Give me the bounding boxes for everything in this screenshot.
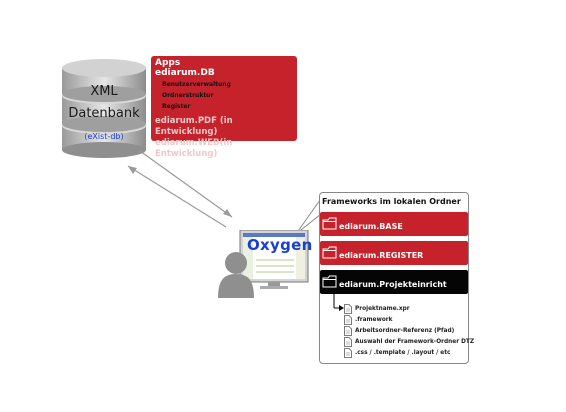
framework-register-label: ediarum.REGISTER xyxy=(339,251,424,260)
database-label-xml: XML xyxy=(90,84,118,99)
folder-icon xyxy=(322,275,337,288)
file-label: .css / .template / .layout / etc xyxy=(355,350,451,356)
oxygen-logo: Oxygen xyxy=(247,236,313,254)
apps-pdf-label: ediarum.PDF (in Entwicklung) xyxy=(155,116,233,137)
apps-db-item: Register xyxy=(162,103,191,110)
folder-icon xyxy=(322,217,337,230)
framework-projekteinricht-label: ediarum.Projekteinricht xyxy=(339,280,447,289)
file-icon xyxy=(344,337,352,347)
apps-db-label: ediarum.DB xyxy=(155,68,215,78)
user-computer-icon xyxy=(218,230,309,298)
framework-register: ediarum.REGISTER xyxy=(320,241,468,265)
apps-web-label: ediarum.WEB(in Entwicklung) xyxy=(155,138,233,159)
framework-base-label: ediarum.BASE xyxy=(339,222,403,231)
file-icon xyxy=(344,304,352,314)
file-label: Arbeitsordner-Referenz (Pfad) xyxy=(355,328,455,334)
apps-db-item: Benutzerverwaltung xyxy=(162,81,231,88)
file-icon xyxy=(344,348,352,358)
frameworks-title: Frameworks im lokalen Ordner xyxy=(322,197,461,206)
apps-panel: Apps ediarum.DB Benutzerverwaltung Ordne… xyxy=(151,56,297,159)
file-icon xyxy=(344,315,352,325)
file-label: .framework xyxy=(355,317,393,323)
database-label-exist: (eXist-db) xyxy=(84,132,124,141)
apps-db-item: Ordnerstruktur xyxy=(162,92,214,99)
framework-base: ediarum.BASE xyxy=(320,212,468,236)
file-icon xyxy=(344,326,352,336)
folder-icon xyxy=(322,246,337,259)
framework-projekteinricht: ediarum.Projekteinricht xyxy=(320,270,468,294)
file-label: Auswahl der Framework-Ordner DTZ xyxy=(355,339,475,345)
database-icon xyxy=(62,59,146,158)
tree-connector xyxy=(333,294,344,311)
file-label: Projektname.xpr xyxy=(355,306,410,312)
apps-title: Apps xyxy=(155,58,181,68)
database-label-datenbank: Datenbank xyxy=(68,106,140,121)
